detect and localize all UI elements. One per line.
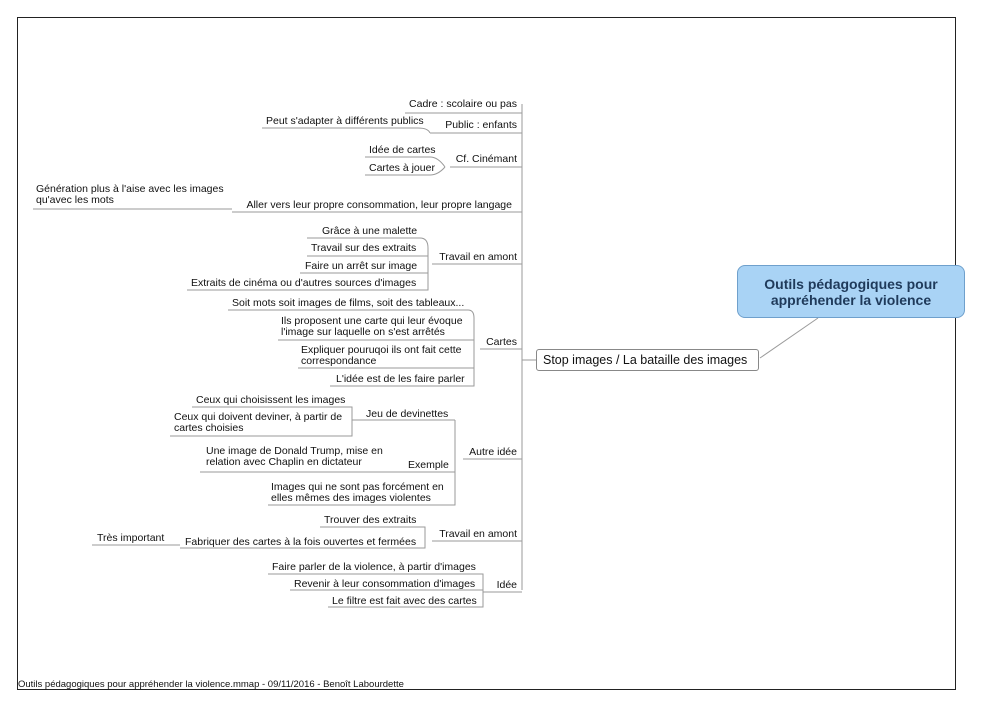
topic-cartes[interactable]: Cartes <box>486 336 517 348</box>
main-topic[interactable]: Stop images / La bataille des images <box>536 349 759 371</box>
leaf-deviner[interactable]: Ceux qui doivent deviner, à partir de ca… <box>174 411 343 434</box>
topic-idee[interactable]: Idée <box>496 579 517 591</box>
topic-autre-idee[interactable]: Autre idée <box>469 446 517 458</box>
leaf-trump[interactable]: Une image de Donald Trump, mise en relat… <box>206 445 383 468</box>
root-node[interactable]: Outils pédagogiques pour appréhender la … <box>737 265 965 318</box>
topic-cadre[interactable]: Cadre : scolaire ou pas <box>409 98 517 110</box>
page-frame <box>17 17 956 690</box>
subtopic-exemple[interactable]: Exemple <box>408 459 449 471</box>
subtopic-jeu-devinettes[interactable]: Jeu de devinettes <box>366 408 449 420</box>
page-footer: Outils pédagogiques pour appréhender la … <box>18 679 404 690</box>
topic-travail-amont-1[interactable]: Travail en amont <box>439 251 517 263</box>
topic-cinemant[interactable]: Cf. Cinémant <box>455 153 517 165</box>
subtopic-filtre[interactable]: Le filtre est fait avec des cartes <box>332 595 477 607</box>
subtopic-sources[interactable]: Extraits de cinéma ou d'autres sources d… <box>191 277 417 289</box>
subtopic-malette[interactable]: Grâce à une malette <box>322 225 418 237</box>
subtopic-idee-cartes[interactable]: Idée de cartes <box>369 144 436 156</box>
leaf-choisissent[interactable]: Ceux qui choisissent les images <box>196 394 346 406</box>
subtopic-trouver-extraits[interactable]: Trouver des extraits <box>324 514 417 526</box>
subtopic-faire-parler[interactable]: L'idée est de les faire parler <box>336 373 465 385</box>
subtopic-images-violentes[interactable]: Images qui ne sont pas forcément en elle… <box>271 481 444 504</box>
subtopic-expliquer[interactable]: Expliquer pouruqoi ils ont fait cette co… <box>301 344 462 367</box>
subtopic-mots-images[interactable]: Soit mots soit images de films, soit des… <box>232 297 465 309</box>
subtopic-arret-image[interactable]: Faire un arrêt sur image <box>305 260 418 272</box>
subtopic-generation[interactable]: Génération plus à l'aise avec les images… <box>36 183 224 206</box>
subtopic-revenir-consommation[interactable]: Revenir à leur consommation d'images <box>294 578 476 590</box>
subtopic-propose-carte[interactable]: Ils proposent une carte qui leur évoque … <box>281 315 463 338</box>
subtopic-extraits[interactable]: Travail sur des extraits <box>311 242 417 254</box>
subtopic-adapter[interactable]: Peut s'adapter à différents publics <box>266 115 424 127</box>
topic-consommation[interactable]: Aller vers leur propre consommation, leu… <box>246 199 512 211</box>
subtopic-parler-violence[interactable]: Faire parler de la violence, à partir d'… <box>272 561 476 573</box>
subtopic-fabriquer-cartes[interactable]: Fabriquer des cartes à la fois ouvertes … <box>185 536 417 548</box>
topic-public[interactable]: Public : enfants <box>445 119 517 131</box>
subtopic-cartes-jouer[interactable]: Cartes à jouer <box>369 162 435 174</box>
topic-travail-amont-2[interactable]: Travail en amont <box>439 528 517 540</box>
leaf-tres-important[interactable]: Très important <box>97 532 165 544</box>
